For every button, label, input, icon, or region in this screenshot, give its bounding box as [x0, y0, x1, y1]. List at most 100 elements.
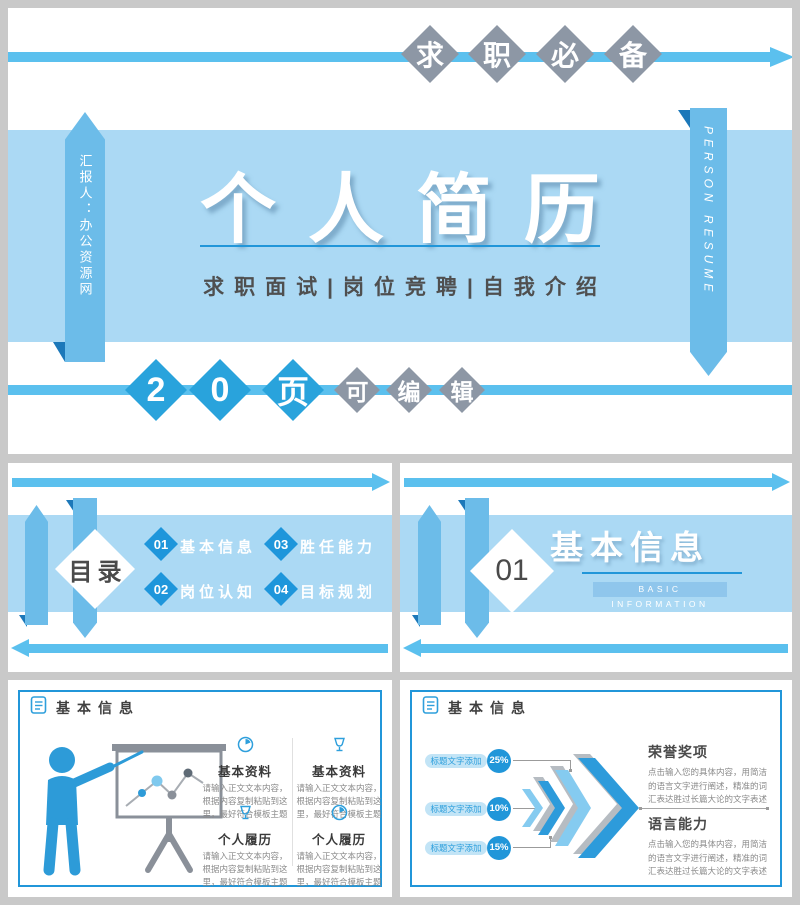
detail-title: 荣誉奖项 — [648, 744, 708, 760]
presenter-label: 汇报人：办公资源网 — [77, 154, 93, 298]
cover-title: 个人简历 — [200, 168, 632, 253]
toc-num: 04 — [273, 581, 289, 597]
banner-diamond: 职 — [468, 25, 526, 83]
right-ribbon: PERSON RESUME — [690, 108, 727, 376]
connector-line — [513, 808, 535, 809]
up-ribbon — [25, 505, 48, 625]
title-pill[interactable]: 标题文字添加 — [425, 754, 487, 768]
ribbon-fold — [53, 342, 65, 362]
pie-chart-icon — [331, 804, 347, 821]
connector-line — [550, 838, 551, 848]
block-title: 基本资料 — [217, 765, 272, 779]
bottom-arrow-line — [420, 644, 788, 653]
pages-char: 页 — [276, 374, 309, 410]
column-divider — [292, 738, 293, 866]
info-block: 个人履历 请输入正文文本内容，根据内容复制粘贴到这里，最好符合模板主题 — [200, 804, 290, 888]
line-end-dot — [766, 807, 769, 810]
ribbon-fold — [678, 110, 690, 128]
editable-char: 可 — [345, 379, 369, 405]
top-arrow-head-icon — [372, 473, 390, 491]
editable-diamond: 辑 — [439, 367, 485, 413]
bottom-arrow-head-icon — [11, 639, 29, 657]
section-number: 01 — [495, 554, 529, 587]
document-icon — [30, 696, 47, 714]
ribbon-fold — [458, 500, 466, 512]
connector-dot — [569, 769, 572, 772]
pages-diamond: 页 — [262, 359, 324, 421]
title-pill[interactable]: 标题文字添加 — [425, 802, 487, 816]
top-arrow-head-icon — [770, 47, 792, 67]
slide-header: 基本信息 — [56, 700, 140, 716]
banner-diamond: 求 — [401, 25, 459, 83]
toc-item-basic-info[interactable]: 基本信息 — [180, 539, 257, 556]
pages-char: 2 — [146, 370, 166, 409]
resume-label: PERSON RESUME — [701, 126, 716, 297]
pages-diamond: 0 — [189, 359, 251, 421]
top-arrow-line — [404, 478, 772, 487]
editable-diamond: 可 — [334, 367, 380, 413]
toc-item-goal-planning[interactable]: 目标规划 — [300, 584, 377, 601]
section-subtitle: BASIC INFORMATION — [593, 582, 727, 609]
block-title: 个人履历 — [217, 833, 272, 847]
block-title: 个人履历 — [311, 833, 366, 847]
cover-subtitle: 求职面试|岗位竞聘|自我介绍 — [203, 276, 607, 299]
percent-badge: 15% — [487, 836, 511, 860]
info-block: 个人履历 请输入正文文本内容，根据内容复制粘贴到这里，最好符合模板主题 — [294, 804, 384, 888]
ribbon-fold — [412, 615, 420, 627]
detail-body: 点击输入您的具体内容，用简洁的语言文字进行阐述，精准的词汇表达胜过长篇大论的文字… — [648, 767, 768, 805]
editable-char: 编 — [397, 379, 421, 405]
slide-section-01[interactable]: 01 基本信息 BASIC INFORMATION — [400, 463, 792, 672]
document-icon — [422, 696, 439, 714]
detail-block: 语言能力 点击输入您的具体内容，用简洁的语言文字进行阐述，精准的词汇表达胜过长篇… — [648, 814, 772, 879]
bottom-arrow-line — [28, 644, 388, 653]
slide-border-frame — [18, 690, 382, 887]
banner-diamond: 必 — [536, 25, 594, 83]
left-ribbon: 汇报人：办公资源网 — [65, 112, 105, 362]
connector-line — [513, 760, 570, 761]
block-body: 请输入正文文本内容，根据内容复制粘贴到这里，最好符合模板主题 — [202, 851, 288, 887]
banner-char: 求 — [415, 40, 444, 71]
info-block: 基本资料 请输入正文文本内容，根据内容复制粘贴到这里，最好符合模板主题 — [294, 736, 384, 820]
detail-title: 语言能力 — [648, 816, 708, 832]
connector-line — [513, 847, 550, 848]
block-body: 请输入正文文本内容，根据内容复制粘贴到这里，最好符合模板主题 — [296, 783, 382, 819]
banner-char: 必 — [550, 40, 579, 71]
toc-item-competence[interactable]: 胜任能力 — [300, 539, 377, 556]
toc-title: 目录 — [68, 558, 127, 586]
editable-diamond: 编 — [386, 367, 432, 413]
percent-badge: 10% — [487, 797, 511, 821]
trophy-icon — [333, 737, 345, 752]
banner-diamond: 备 — [604, 25, 662, 83]
slide-border-frame — [410, 690, 782, 887]
percent-badge: 25% — [487, 749, 511, 773]
up-ribbon — [418, 505, 441, 625]
pages-char: 0 — [210, 370, 230, 409]
detail-block: 荣誉奖项 点击输入您的具体内容，用简洁的语言文字进行阐述，精准的词汇表达胜过长篇… — [648, 742, 772, 807]
axis-line — [642, 808, 766, 809]
toc-num: 02 — [153, 581, 169, 597]
title-band — [8, 130, 792, 342]
detail-body: 点击输入您的具体内容，用简洁的语言文字进行阐述，精准的词汇表达胜过长篇大论的文字… — [648, 839, 768, 877]
connector-line — [570, 760, 571, 770]
top-arrow-line — [8, 52, 770, 62]
chevron-arrows-diagram — [522, 754, 639, 858]
block-body: 请输入正文文本内容，根据内容复制粘贴到这里，最好符合模板主题 — [296, 851, 382, 887]
ribbon-fold — [19, 615, 27, 627]
toc-item-job-awareness[interactable]: 岗位认知 — [180, 584, 257, 601]
line-end-dot — [639, 807, 642, 810]
slide-basic-info-left[interactable]: 基本信息 基本资料 请输入正文文本内容，根据内容复制粘贴到这里，最好符合模板主题 — [8, 680, 392, 897]
title-underline — [200, 245, 600, 247]
connector-dot — [549, 836, 552, 839]
block-title: 基本资料 — [311, 765, 366, 779]
banner-char: 备 — [618, 40, 647, 71]
pie-chart-icon — [237, 736, 253, 753]
title-pill[interactable]: 标题文字添加 — [425, 841, 487, 855]
trophy-icon — [239, 805, 251, 820]
section-title: 基本信息 — [550, 529, 710, 566]
slide-basic-info-right[interactable]: 基本信息 标题文字添加 25% 标题文字添加 10% 标题文字添加 15% 荣誉… — [400, 680, 792, 897]
bottom-arrow-head-icon — [403, 639, 421, 657]
slide-cover[interactable]: 求 职 必 备 个人简历 求职面试|岗位竞聘|自我介绍 汇报人：办公资源网 PE… — [8, 8, 792, 454]
section-underline — [582, 572, 742, 574]
ribbon-fold — [66, 500, 74, 512]
slide-toc[interactable]: 目录 01 基本信息 03 胜任能力 02 岗位认知 04 目标规划 — [8, 463, 392, 672]
